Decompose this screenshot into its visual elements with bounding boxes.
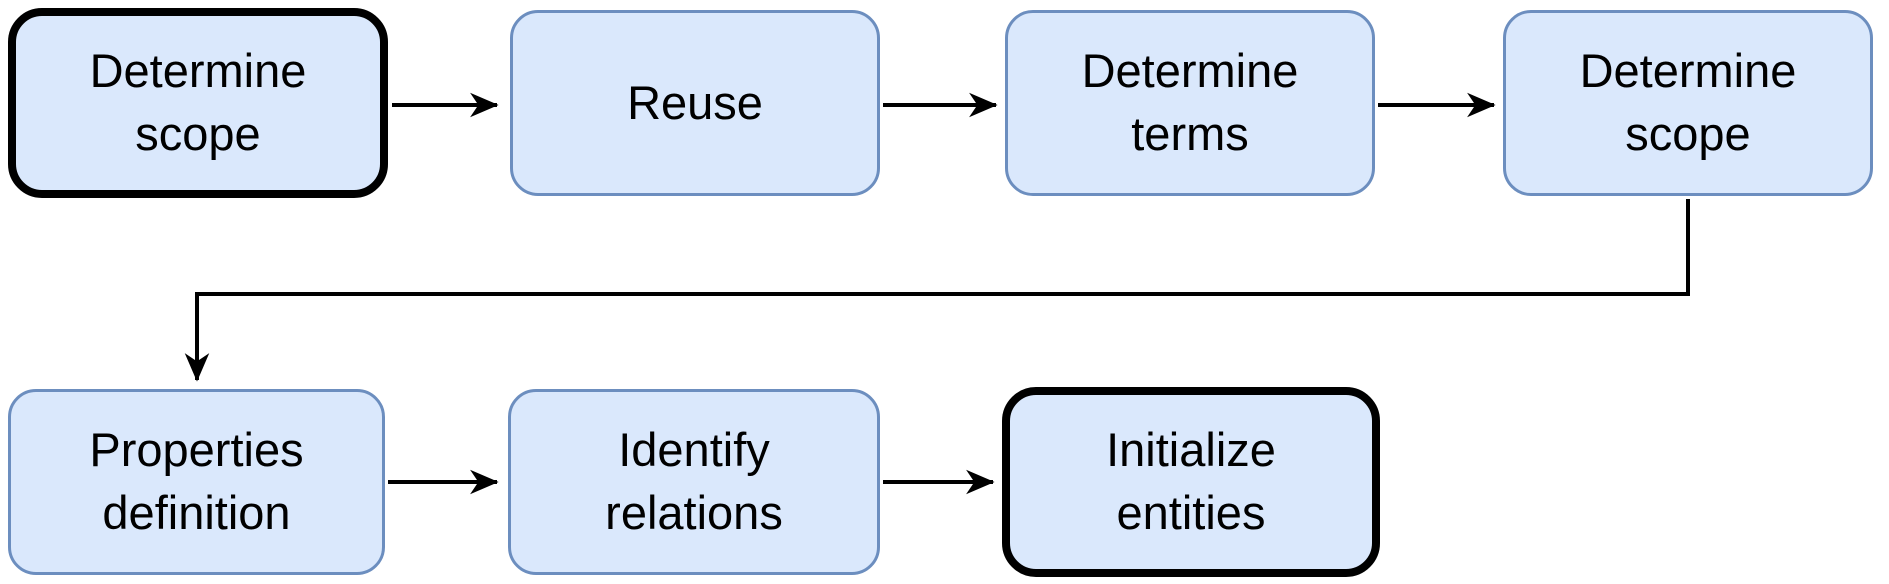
node-label: Identify relations — [605, 423, 783, 539]
elbow-connector-determine-scope-to-properties-definition — [184, 199, 1690, 382]
node-label: Determine terms — [1081, 44, 1299, 160]
node-label: Properties definition — [89, 423, 304, 539]
node-label: Determine scope — [89, 44, 307, 160]
node-reuse: Reuse — [510, 10, 880, 196]
node-properties-definition: Properties definition — [8, 389, 385, 575]
node-initialize-entities: Initialize entities — [1002, 387, 1380, 577]
node-determine-scope-2: Determine scope — [1503, 10, 1873, 196]
node-label: Reuse — [627, 75, 763, 129]
node-determine-terms: Determine terms — [1005, 10, 1375, 196]
node-label: Initialize entities — [1106, 423, 1276, 539]
node-identify-relations: Identify relations — [508, 389, 880, 575]
node-label: Determine scope — [1579, 44, 1797, 160]
node-determine-scope-1: Determine scope — [8, 8, 388, 198]
